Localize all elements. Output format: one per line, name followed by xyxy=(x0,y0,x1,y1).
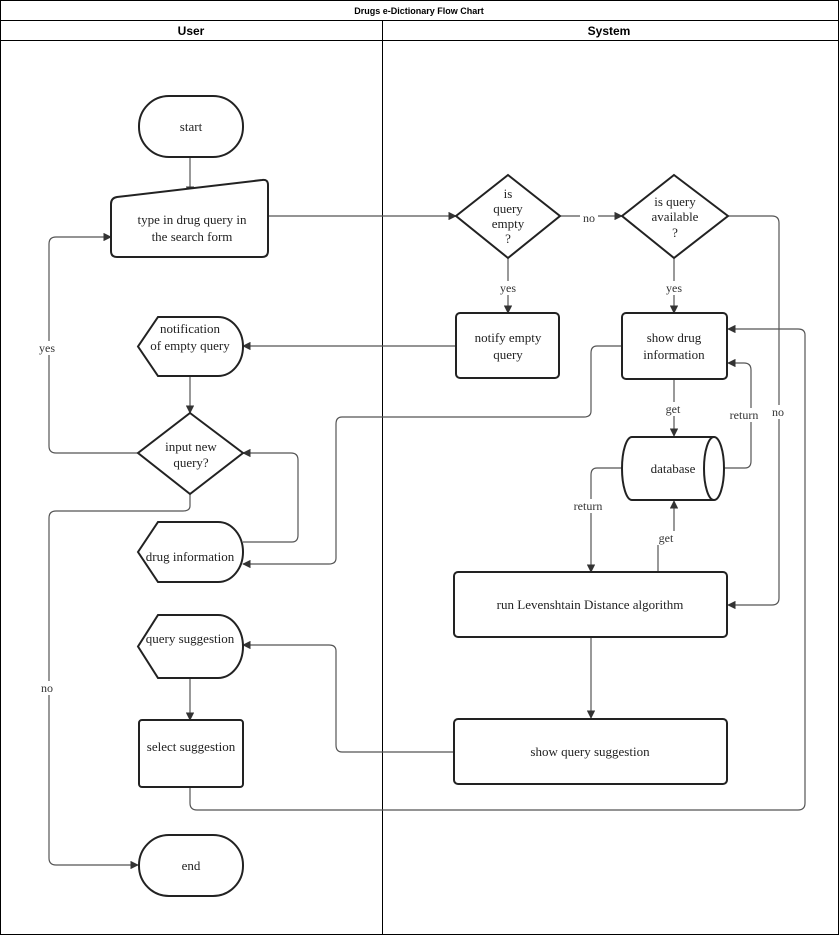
node-type-query: type in drug query in the search form xyxy=(110,178,269,258)
node-end: end xyxy=(138,834,244,897)
node-drug-information: drug information xyxy=(136,521,244,583)
label-available-yes: yes xyxy=(666,281,682,295)
node-database: database xyxy=(621,436,725,501)
svg-text:show drug: show drug xyxy=(647,330,702,345)
svg-text:query: query xyxy=(493,201,523,216)
svg-text:?: ? xyxy=(672,225,678,240)
label-empty-no: no xyxy=(583,211,595,225)
edge-select-to-info xyxy=(189,324,806,811)
label-lev-return: return xyxy=(574,499,603,513)
edge-drug-info-to-input xyxy=(242,448,299,543)
svg-text:input new: input new xyxy=(165,439,217,454)
node-show-drug-information: show drug information xyxy=(621,312,728,380)
node-input-new-query: input new query? xyxy=(136,411,245,496)
edge-input-yes xyxy=(48,232,138,454)
node-show-query-suggestion: show query suggestion xyxy=(453,718,728,785)
node-run-levenshtain: run Levenshtain Distance algorithm xyxy=(453,571,728,638)
node-notify-empty-query: notify empty query xyxy=(455,312,560,379)
svg-text:notify empty: notify empty xyxy=(475,330,542,345)
node-query-suggestion: query suggestion xyxy=(136,614,244,679)
diagram-title: Drugs e-Dictionary Flow Chart xyxy=(354,6,484,16)
node-is-query-empty: is query empty ? xyxy=(454,173,562,260)
node-is-query-available: is query available ? xyxy=(620,173,730,260)
label-db-return: return xyxy=(730,408,759,422)
svg-text:show query suggestion: show query suggestion xyxy=(530,744,650,759)
node-start: start xyxy=(138,95,244,158)
label-info-get: get xyxy=(666,402,681,416)
lane-header-system: System xyxy=(588,24,631,38)
svg-text:query: query xyxy=(493,347,523,362)
edges xyxy=(48,157,806,870)
label-available-no: no xyxy=(772,405,784,419)
lane-header-user: User xyxy=(178,24,205,38)
edge-info-to-drug-info xyxy=(242,345,622,569)
label-empty-yes: yes xyxy=(500,281,516,295)
svg-text:empty: empty xyxy=(492,216,525,231)
svg-text:is: is xyxy=(504,186,513,201)
label-input-yes: yes xyxy=(39,341,55,355)
edge-input-no xyxy=(48,494,191,870)
svg-text:query suggestion: query suggestion xyxy=(146,631,235,646)
node-notification-empty-query: notification of empty query xyxy=(136,316,244,377)
svg-text:end: end xyxy=(182,858,201,873)
svg-text:the search form: the search form xyxy=(152,229,233,244)
svg-text:drug information: drug information xyxy=(146,549,235,564)
svg-text:information: information xyxy=(643,347,705,362)
edge-labels: no yes yes no yes no get return return g… xyxy=(36,211,788,695)
node-select-suggestion: select suggestion xyxy=(138,719,244,788)
svg-text:?: ? xyxy=(505,231,511,246)
label-input-no: no xyxy=(41,681,53,695)
svg-text:database: database xyxy=(651,461,696,476)
svg-text:run Levenshtain Distance algor: run Levenshtain Distance algorithm xyxy=(497,597,684,612)
svg-text:start: start xyxy=(180,119,203,134)
svg-text:type in drug query in: type in drug query in xyxy=(137,212,247,227)
edge-db-return-lev xyxy=(586,467,624,573)
svg-text:available: available xyxy=(652,209,699,224)
svg-text:notification: notification xyxy=(160,321,220,336)
svg-text:select suggestion: select suggestion xyxy=(147,739,236,754)
svg-text:of empty query: of empty query xyxy=(150,338,230,353)
svg-text:query?: query? xyxy=(173,455,209,470)
edge-show-to-query-suggestion xyxy=(242,640,454,753)
svg-text:is query: is query xyxy=(654,194,696,209)
label-lev-get: get xyxy=(659,531,674,545)
